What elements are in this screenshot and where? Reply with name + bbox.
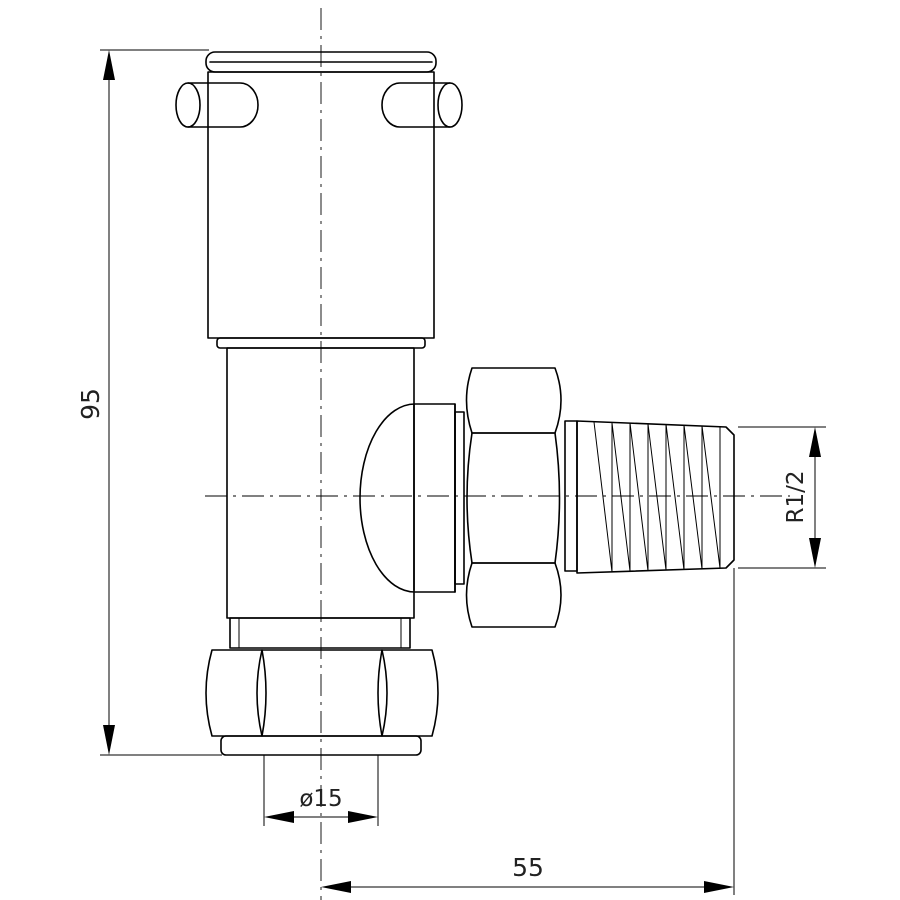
diameter-dimension: ø15 [263, 755, 379, 826]
neck-body [229, 617, 411, 649]
offset-arrow-left [321, 881, 351, 893]
union-nut-bottom-flat [465, 562, 562, 628]
union-washer [454, 411, 465, 585]
thread-arrow-top [809, 427, 821, 457]
left-lug-body [187, 82, 259, 128]
lower-neck [229, 617, 411, 649]
diameter-value: ø15 [299, 786, 342, 812]
side-lugs [175, 82, 463, 128]
thread-arrow-bottom [809, 538, 821, 568]
thread-value: R1/2 [783, 471, 809, 524]
thread-forward-lines [593, 421, 721, 573]
left-lug-end [175, 82, 201, 128]
height-dimension: 95 [76, 49, 222, 756]
tapered-thread [576, 420, 735, 574]
bottom-nut-right-flat [377, 649, 439, 737]
thread-dimension: R1/2 [738, 426, 826, 569]
height-arrow-bottom [103, 725, 115, 755]
diameter-arrow-left [264, 811, 294, 823]
diameter-arrow-right [348, 811, 378, 823]
thread-vertical-lines [611, 423, 721, 572]
union-nut [454, 367, 578, 628]
right-lug-body [381, 82, 451, 128]
offset-arrow-right [704, 881, 734, 893]
offset-value: 55 [512, 853, 544, 882]
elbow-dome [359, 403, 456, 593]
bottom-olive [220, 735, 422, 756]
height-value: 95 [76, 388, 105, 420]
thread-outline [576, 420, 735, 574]
offset-dimension: 55 [321, 568, 735, 895]
union-nut-middle-flat [466, 432, 561, 564]
bottom-nut-middle-flat [256, 649, 388, 737]
union-nut-top-flat [465, 367, 562, 434]
right-lug-end [437, 82, 463, 128]
dome-outline [359, 403, 456, 593]
bottom-nut [205, 649, 439, 756]
height-arrow-top [103, 50, 115, 80]
